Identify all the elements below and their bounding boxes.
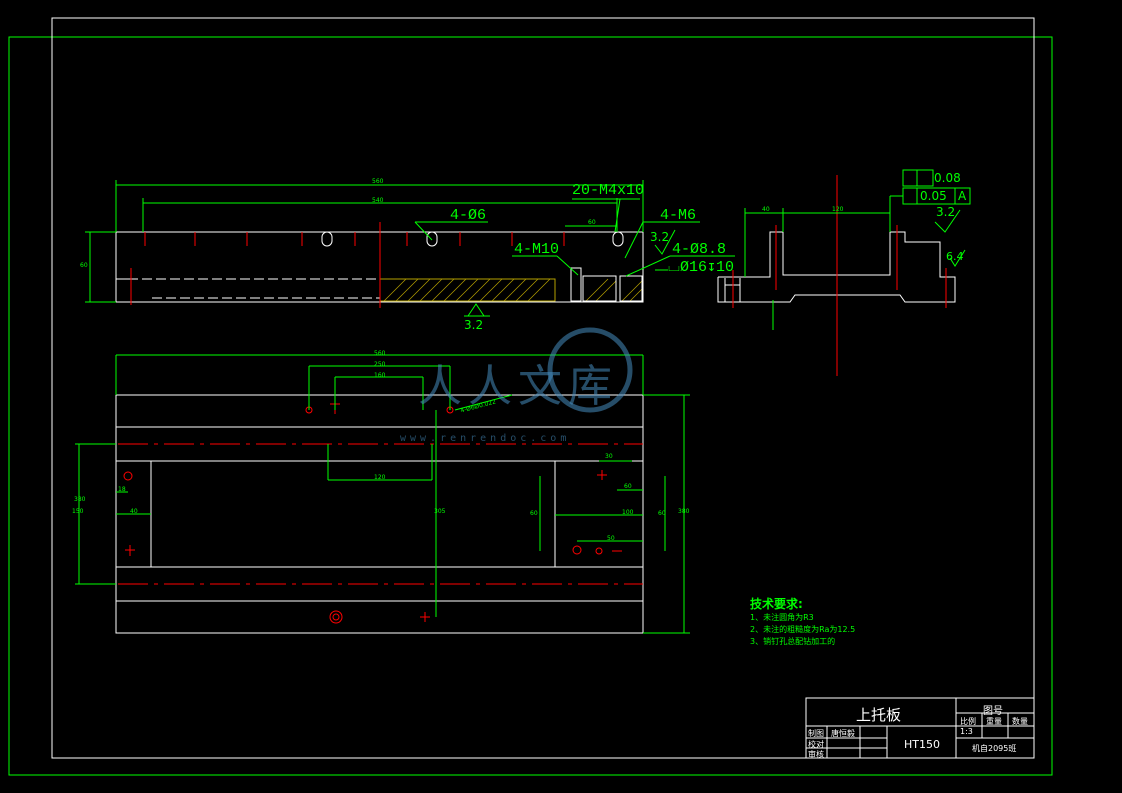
plan-dim-e: 18 <box>118 486 126 493</box>
side-dim-right: 120 <box>832 206 844 213</box>
plan-dim-b: 160 <box>374 372 386 379</box>
watermark-ring <box>547 327 633 413</box>
rough-bottom-front: 3.2 <box>464 318 484 332</box>
plan-dim-o: 380 <box>74 496 86 503</box>
watermark-text: 人人文库 <box>418 361 618 412</box>
label-threads: 20-M4x10 <box>572 182 645 199</box>
datum-letter: A <box>958 189 967 203</box>
side-view <box>717 169 971 376</box>
tech-item-1: 1、未注圆角为R3 <box>750 613 814 622</box>
rough-top-front: 3.2 <box>650 230 670 244</box>
label-holes6: 4-Ø6 <box>450 207 487 224</box>
plan-dim-a: 250 <box>374 361 386 368</box>
plan-dim-m: 50 <box>607 535 615 542</box>
dim-pitch: 60 <box>588 219 596 226</box>
inner-frame <box>51 17 1035 759</box>
school: 机自2095班 <box>972 744 1017 753</box>
label-cbore: ⌴Ø16↧10 <box>668 259 735 276</box>
flatness-value: 0.08 <box>934 171 961 185</box>
plan-view <box>75 354 690 634</box>
dim-overall: 560 <box>372 178 384 185</box>
tech-item-2: 2、未注的粗糙度为Ra为12.5 <box>750 625 856 634</box>
tech-item-3: 3、销钉孔总配钻加工的 <box>750 637 836 646</box>
side-dim-left: 40 <box>762 206 770 213</box>
label-holes8: 4-Ø8.8 <box>672 241 727 258</box>
material: HT150 <box>904 738 940 751</box>
plan-dim-j: 30 <box>605 453 613 460</box>
col-qty: 数量 <box>1012 717 1028 726</box>
row-draw: 制图 <box>808 729 824 738</box>
plan-dim-d: 40 <box>130 508 138 515</box>
plan-dim-g: 305 <box>434 508 446 515</box>
plan-dim-n: 60 <box>624 483 632 490</box>
outer-frame <box>8 36 1053 776</box>
plan-dim-i: 60 <box>530 510 538 517</box>
dim-inner: 540 <box>372 197 384 204</box>
col-weight: 重量 <box>986 717 1002 726</box>
plan-dim-c: 150 <box>72 508 84 515</box>
tech-title: 技术要求: <box>750 597 803 611</box>
parallel-value: 0.05 <box>920 189 947 203</box>
plan-dim-f: 120 <box>374 474 386 481</box>
label-m10: 4-M10 <box>514 241 560 258</box>
plan-dim-h: 380 <box>678 508 690 515</box>
plan-dim-k: 100 <box>622 509 634 516</box>
scale-value: 1:3 <box>960 727 973 736</box>
plan-dim-l: 60 <box>658 510 666 517</box>
drafter-name: 唐恒毅 <box>831 729 855 738</box>
rough-side: 6.4 <box>946 250 964 263</box>
label-m6: 4-M6 <box>660 207 697 224</box>
watermark-url: www.renrendoc.com <box>400 433 571 444</box>
title-block <box>805 697 1035 759</box>
col-scale: 比例 <box>960 717 976 726</box>
part-name: 上托板 <box>856 706 902 724</box>
front-view <box>85 180 735 317</box>
drawing-no-label: 图号 <box>983 706 1003 717</box>
plan-dim-total: 560 <box>374 350 386 357</box>
row-check: 校对 <box>808 740 824 749</box>
rough-side-top: 3.2 <box>936 205 956 219</box>
row-approve: 审核 <box>808 750 824 759</box>
dim-height: 60 <box>80 262 88 269</box>
